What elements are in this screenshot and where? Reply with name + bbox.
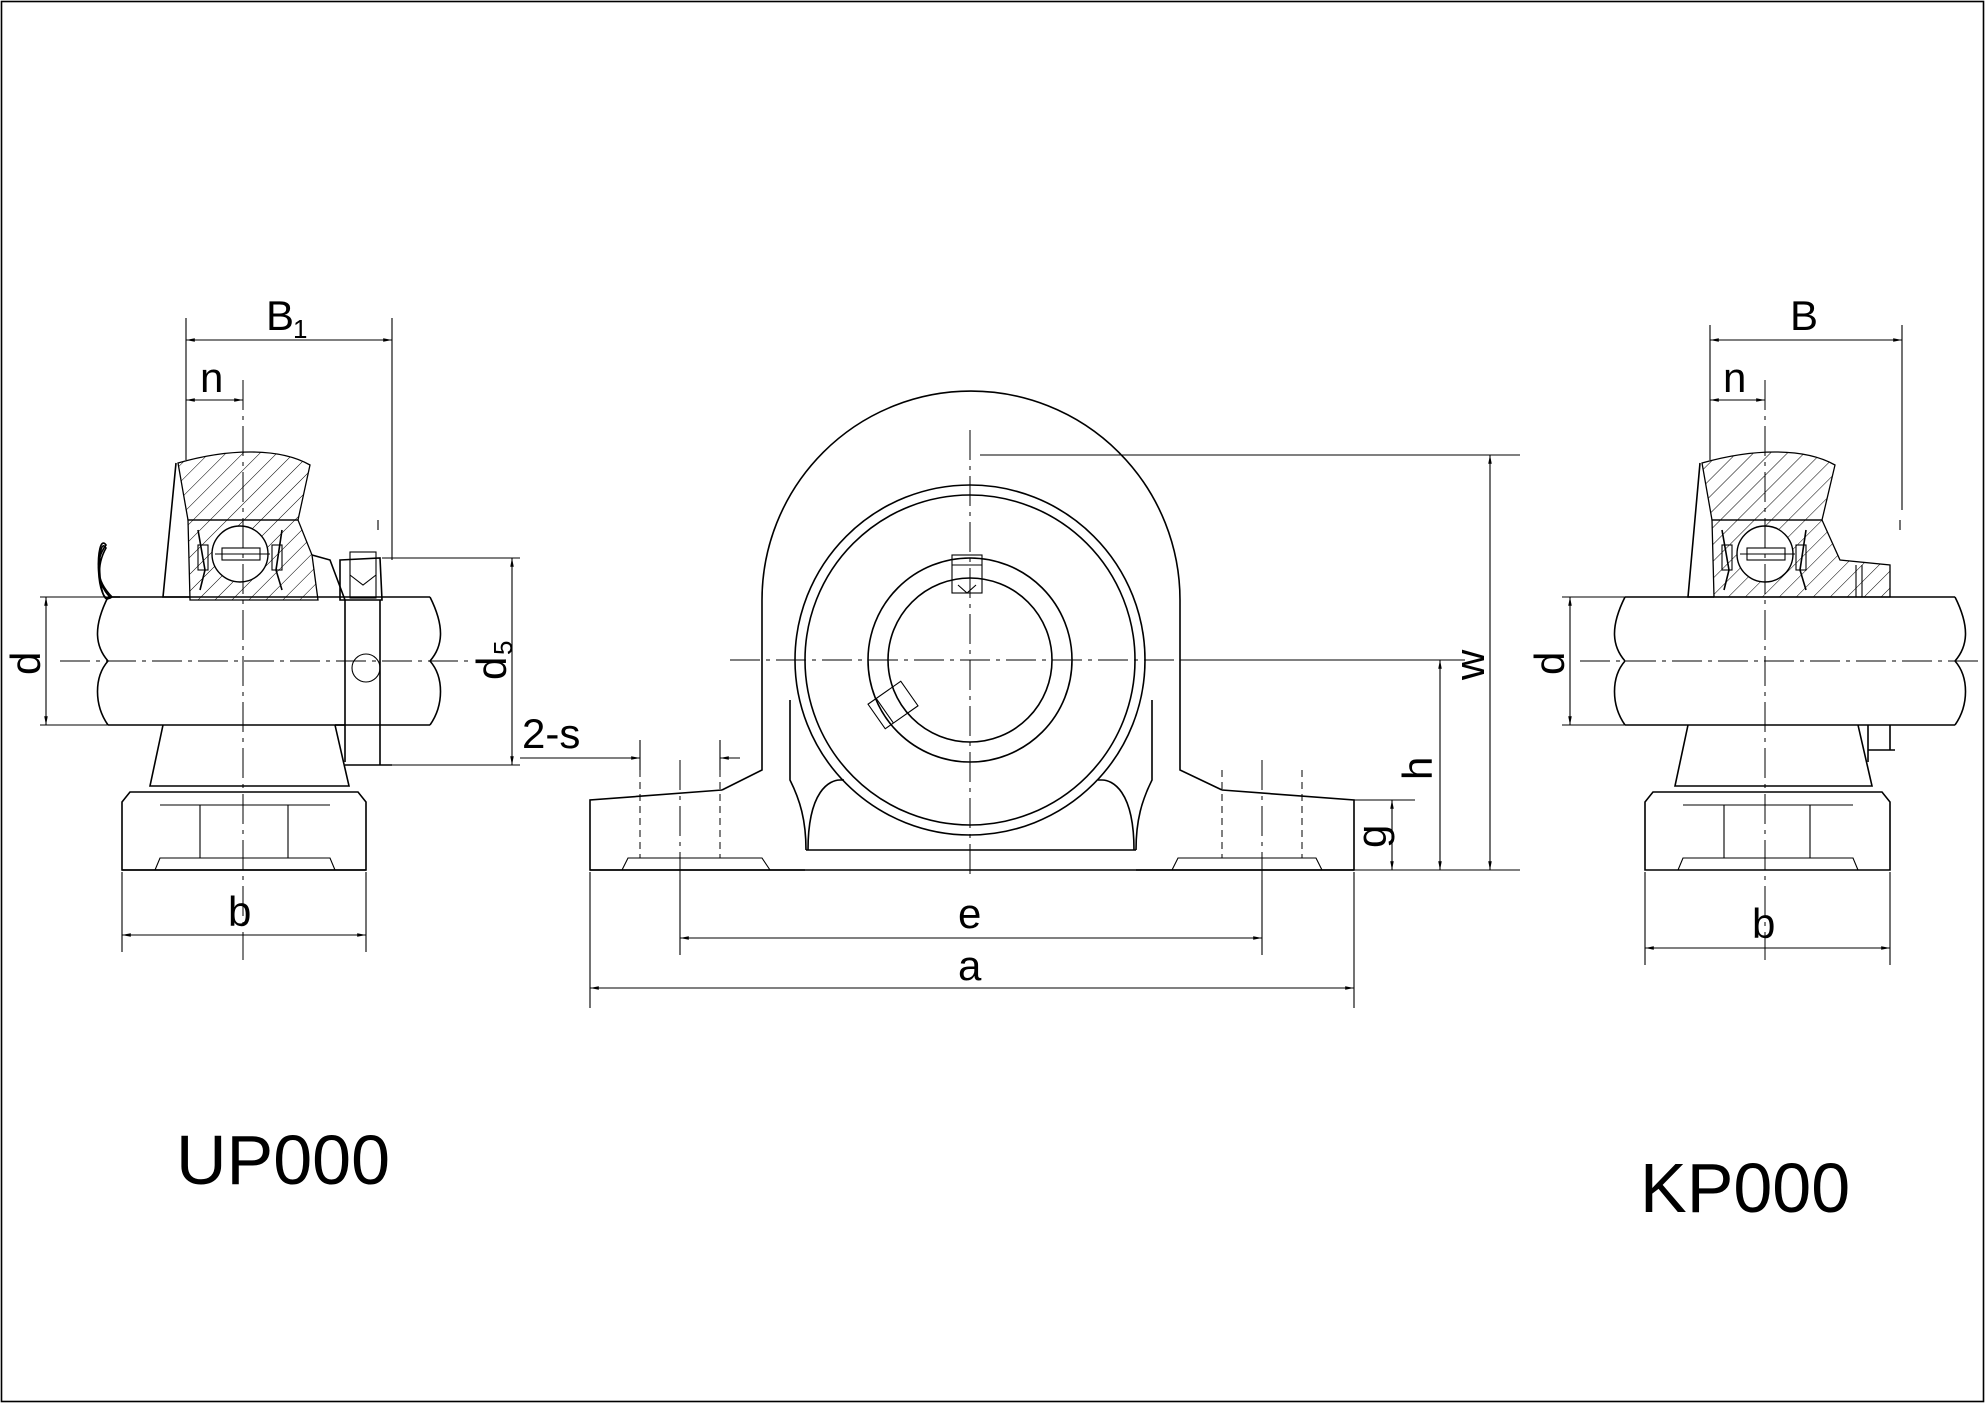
kp-dimensions: B n d b <box>1526 292 1903 965</box>
front-angled-screw <box>867 680 919 730</box>
front-top-screw <box>951 554 983 594</box>
up-housing-cap <box>177 451 311 521</box>
up-set-screw <box>339 557 383 601</box>
dim-g: g <box>1348 825 1395 848</box>
up-pedestal <box>149 724 351 787</box>
dim-b-kp: b <box>1752 900 1775 947</box>
dim-d-kp: d <box>1526 652 1573 675</box>
dim-a: a <box>958 942 982 989</box>
dim-n-kp: n <box>1723 354 1746 401</box>
dim-b-up: b <box>228 888 251 935</box>
dim-2s: 2-s <box>522 710 580 757</box>
dim-B1: B <box>266 292 294 339</box>
dim-B: B <box>1790 292 1818 339</box>
dim-B1-sub: 1 <box>293 314 307 344</box>
front-dimensions: w h g 2-s e a <box>520 454 1520 1008</box>
dim-d5-sub: 5 <box>488 641 518 655</box>
kp-side-view <box>1580 380 1983 960</box>
dim-e: e <box>958 890 981 937</box>
kp-housing-cap <box>1701 451 1836 521</box>
dim-d-up: d <box>2 652 49 675</box>
up-side-view <box>60 380 470 960</box>
front-housing <box>761 390 1181 660</box>
up-dimensions: B 1 n d d 5 b <box>2 292 520 952</box>
kp-pedestal <box>1674 724 1874 787</box>
kp-model-label: KP000 <box>1640 1149 1850 1227</box>
dim-n-up: n <box>200 354 223 401</box>
dim-d5: d <box>468 657 515 680</box>
up-model-label: UP000 <box>176 1121 390 1199</box>
kp-base <box>1644 791 1891 871</box>
dim-w: w <box>1446 649 1493 681</box>
dim-h: h <box>1394 757 1441 780</box>
front-view <box>589 390 1355 880</box>
